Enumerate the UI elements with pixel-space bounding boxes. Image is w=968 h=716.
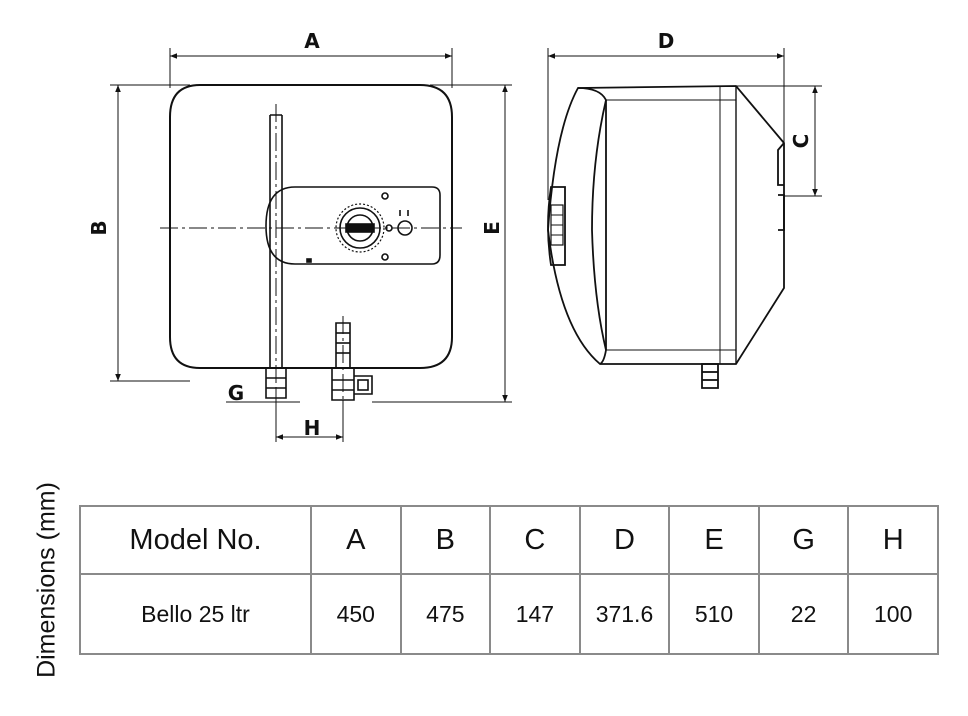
dim-label-h: H — [304, 416, 321, 440]
header-a: A — [310, 505, 402, 575]
dimensions-caption: Dimensions (mm) — [32, 482, 61, 678]
cell-d: 371.6 — [578, 573, 671, 655]
dim-label-g: G — [228, 381, 244, 405]
side-dimensions — [547, 48, 822, 200]
header-g: G — [757, 505, 850, 575]
header-h: H — [847, 505, 939, 575]
side-knob — [547, 186, 566, 266]
header-b: B — [399, 505, 492, 575]
cell-g: 22 — [757, 573, 850, 655]
side-tank-body — [547, 85, 785, 365]
side-pipe — [701, 363, 719, 389]
header-model: Model No. — [79, 505, 312, 575]
cell-c: 147 — [489, 573, 581, 655]
front-view — [169, 84, 453, 401]
control-panel — [265, 186, 441, 265]
dim-label-c: C — [789, 134, 813, 149]
side-view — [547, 85, 785, 389]
header-e: E — [668, 505, 760, 575]
dim-label-a: A — [304, 29, 320, 53]
cell-model: Bello 25 ltr — [79, 573, 312, 655]
header-c: C — [489, 505, 581, 575]
dimensions-table: Model No. A B C D E G H Bello 25 ltr 450… — [79, 505, 939, 655]
front-dimensions — [110, 48, 512, 442]
cell-h: 100 — [847, 573, 939, 655]
dim-label-d: D — [658, 29, 675, 53]
dim-label-b: B — [87, 220, 111, 235]
cell-a: 450 — [310, 573, 402, 655]
dim-label-e: E — [480, 221, 504, 235]
front-tank-body — [169, 84, 453, 369]
table-header-row: Model No. A B C D E G H — [79, 505, 939, 575]
center-lines — [160, 104, 462, 418]
wall-bracket — [777, 142, 785, 186]
cell-b: 475 — [399, 573, 492, 655]
cell-e: 510 — [668, 573, 760, 655]
technical-drawing: A D B E C G H — [87, 29, 822, 442]
header-d: D — [578, 505, 671, 575]
table-row: Bello 25 ltr 450 475 147 371.6 510 22 10… — [79, 573, 939, 655]
